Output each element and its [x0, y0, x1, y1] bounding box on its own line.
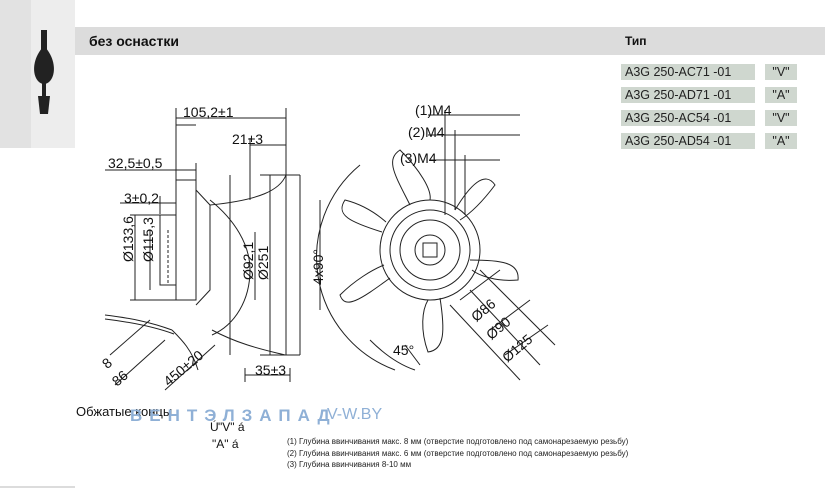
footnotes: (1) Глубина ввинчивания макс. 8 мм (отве…	[287, 436, 628, 471]
dim-133-6: Ø133,6	[120, 216, 136, 262]
dim-21: 21±3	[232, 131, 264, 147]
type-row: A3G 250-AC54 -01 "V"	[621, 110, 801, 126]
type-tag: "V"	[765, 64, 797, 80]
symbol-glyph: Ú	[210, 420, 219, 434]
side-tab	[0, 0, 75, 148]
type-tag: "A"	[765, 133, 797, 149]
dim-92-1: Ø92,1	[240, 241, 256, 280]
side-tab-strip	[0, 0, 31, 148]
dim-3: 3±0,2	[124, 190, 159, 206]
type-tag: "A"	[765, 87, 797, 103]
type-model: A3G 250-AC54 -01	[621, 110, 755, 126]
watermark-brand: ВЕНТЭЛЗАПАД	[130, 406, 337, 425]
dim-105-2: 105,2±1	[183, 104, 234, 120]
type-row: A3G 250-AD54 -01 "A"	[621, 133, 801, 149]
crimped-ends-label: Обжатые концы	[76, 404, 173, 419]
type-model: A3G 250-AD54 -01	[621, 133, 755, 149]
type-column-title: Тип	[625, 34, 647, 48]
dim-45: 45°	[393, 342, 415, 358]
watermark-site: V-W.BY	[327, 406, 383, 423]
symbol-a: "A" á	[212, 437, 239, 451]
type-row: A3G 250-AD71 -01 "A"	[621, 87, 801, 103]
section-header: без оснастки Тип	[75, 27, 825, 55]
type-model: A3G 250-AD71 -01	[621, 87, 755, 103]
dim-251: Ø251	[255, 245, 271, 280]
front-view	[316, 110, 556, 381]
dim-m4-2: (2)M4	[408, 124, 445, 140]
bottom-divider	[0, 486, 75, 488]
dim-4x90: 4x90°	[310, 249, 326, 285]
footnote-1: (1) Глубина ввинчивания макс. 8 мм (отве…	[287, 437, 629, 446]
dim-35: 35±3	[255, 362, 287, 378]
section-title: без оснастки	[89, 33, 179, 49]
dim-m4-3: (3)M4	[400, 150, 437, 166]
fan-tab-icon	[34, 30, 54, 114]
type-tag: "V"	[765, 110, 797, 126]
footnote-3: (3) Глубина ввинчивания 8-10 мм	[287, 460, 412, 469]
type-model: A3G 250-AC71 -01	[621, 64, 755, 80]
type-row: A3G 250-AC71 -01 "V"	[621, 64, 801, 80]
dim-m4-1: (1)M4	[415, 102, 452, 118]
dim-115-3: Ø115,3	[140, 217, 156, 262]
footnote-2: (2) Глубина ввинчивания макс. 6 мм (отве…	[287, 448, 629, 458]
side-view	[104, 108, 301, 391]
symbol-v: "V" á	[218, 420, 245, 434]
dim-32-5: 32,5±0,5	[108, 155, 163, 171]
